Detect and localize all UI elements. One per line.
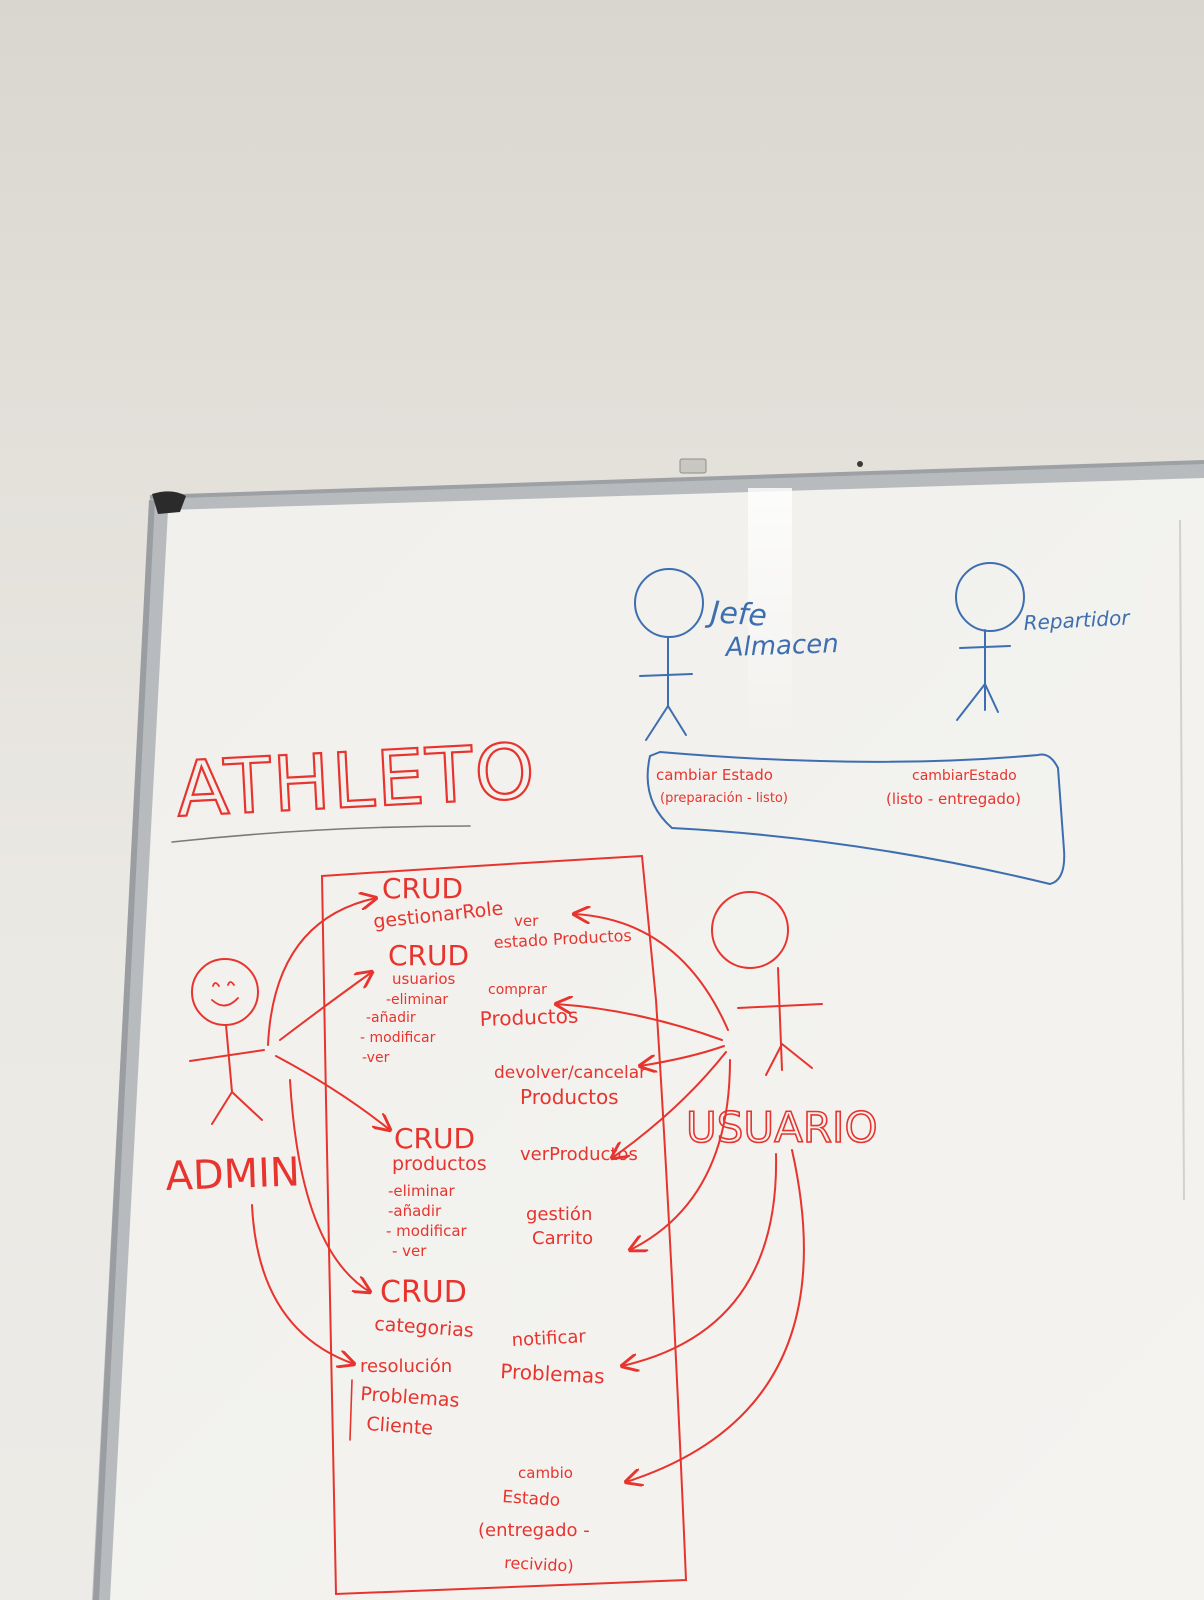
- staff-usecase-boundary: [646, 750, 1066, 886]
- usecase-crud-productos-line3: -eliminar: [388, 1182, 455, 1200]
- usecase-comprar: comprar Productos: [479, 982, 578, 1031]
- usecase-notificar: notificar Problemas: [500, 1326, 606, 1388]
- whiteboard: [92, 460, 1204, 1600]
- usecase-comprar-line1: comprar: [488, 982, 547, 998]
- assoc-admin-roles: [267, 898, 376, 1046]
- frame-corner: [152, 491, 186, 514]
- usecase-cambiar-estado-jefe-line2: (preparación - listo): [660, 791, 788, 806]
- usecase-cambiar-estado-jefe: cambiar Estado (preparación - listo): [656, 766, 788, 806]
- usecase-devolver: devolver/cancelar Productos: [494, 1063, 646, 1109]
- usecase-cambiar-estado-repartidor-line2: (listo - entregado): [886, 790, 1021, 808]
- usecase-cambiar-estado-jefe-line1: cambiar Estado: [656, 766, 773, 784]
- usecase-gestion-carrito-line2: Carrito: [532, 1228, 593, 1249]
- usecase-resolucion-line3: Cliente: [366, 1413, 434, 1440]
- system-boundary: [320, 854, 688, 1596]
- usecase-crud-productos-line4: -añadir: [388, 1202, 442, 1220]
- assoc-usuario-carrito: [630, 1059, 731, 1250]
- usecase-gestion-carrito-line1: gestión: [526, 1204, 592, 1225]
- actor-admin-stickfigure: [189, 958, 265, 1125]
- usecase-cambio-estado-line1: cambio: [518, 1464, 573, 1482]
- usecase-crud-productos: CRUD productos -eliminar -añadir - modif…: [386, 1122, 487, 1260]
- usecase-crud-usuarios-line2: usuarios: [392, 970, 456, 988]
- actor-jefe-label-line2: Almacen: [723, 629, 839, 663]
- usecase-devolver-line2: Productos: [520, 1085, 619, 1109]
- usecase-crud-productos-line1: CRUD: [394, 1122, 475, 1155]
- usecase-crud-productos-line2: productos: [392, 1153, 487, 1175]
- usecase-ver-productos: verProductos: [520, 1144, 638, 1165]
- assoc-admin-usuarios: [279, 972, 372, 1041]
- actor-usuario-stickfigure: [711, 891, 823, 1076]
- usecase-cambio-estado: cambio Estado (entregado - recivido): [478, 1464, 590, 1576]
- usecase-comprar-line2: Productos: [479, 1004, 578, 1031]
- usecase-cambio-estado-line2: Estado: [502, 1487, 561, 1511]
- actor-admin-label: ADMIN: [165, 1149, 301, 1200]
- assoc-usuario-comprar: [556, 1004, 723, 1041]
- usecase-ver-productos-line1: verProductos: [520, 1144, 638, 1165]
- usecase-notificar-line1: notificar: [511, 1326, 587, 1351]
- usecase-crud-usuarios-line1: CRUD: [388, 939, 469, 972]
- red-labels: ATHLETO ADMIN USUARIO CRUD gestionarRole…: [165, 725, 1021, 1576]
- usecase-ver-estado-line1: ver: [514, 912, 539, 930]
- actor-jefe-stickfigure: [634, 568, 704, 741]
- assoc-admin-categorias: [289, 1079, 370, 1292]
- page-title: ATHLETO: [174, 726, 538, 834]
- title-underline: [171, 825, 471, 843]
- usecase-crud-usuarios-line3: -eliminar: [386, 992, 448, 1008]
- assoc-usuario-notificar: [622, 1153, 778, 1366]
- usecase-cambiar-estado-repartidor-line1: cambiarEstado: [912, 768, 1017, 784]
- assoc-admin-resolucion: [251, 1204, 354, 1364]
- usecase-notificar-line2: Problemas: [500, 1359, 606, 1388]
- actor-repartidor-stickfigure: [955, 562, 1025, 721]
- usecase-devolver-line1: devolver/cancelar: [494, 1063, 646, 1083]
- blue-labels: Jefe Almacen Repartidor: [704, 595, 1131, 663]
- actor-usuario-label: USUARIO: [686, 1103, 878, 1152]
- usecase-resolucion-line1: resolución: [360, 1356, 452, 1377]
- usecase-resolucion: resolución Problemas Cliente: [360, 1356, 461, 1440]
- usecase-crud-usuarios: CRUD usuarios -eliminar -añadir - modifi…: [360, 939, 469, 1066]
- actor-repartidor-label: Repartidor: [1023, 605, 1132, 635]
- assoc-usuario-cambio-estado: [626, 1149, 805, 1482]
- usecase-crud-categorias-line1: CRUD: [380, 1275, 467, 1310]
- actor-jefe-label-line1: Jefe: [704, 595, 768, 634]
- usecase-crud-usuarios-line4: -añadir: [366, 1010, 416, 1026]
- usecase-cambio-estado-line3: (entregado -: [478, 1520, 590, 1541]
- usecase-cambiar-estado-repartidor: cambiarEstado (listo - entregado): [886, 768, 1021, 808]
- assoc-admin-productos: [275, 1055, 390, 1130]
- usecase-crud-productos-line6: - ver: [392, 1242, 427, 1260]
- light-glare: [748, 488, 792, 738]
- assoc-usuario-ver-estado: [574, 914, 729, 1031]
- usecase-crud-usuarios-line6: -ver: [362, 1050, 390, 1066]
- usecase-cambio-estado-line4: recivido): [504, 1553, 574, 1576]
- usecase-crud-usuarios-line5: - modificar: [360, 1030, 436, 1046]
- usecase-crud-roles-line1: CRUD: [382, 872, 463, 905]
- usecase-gestion-carrito: gestión Carrito: [526, 1204, 593, 1249]
- red-drawings: [171, 825, 823, 1596]
- blue-drawings: [634, 562, 1066, 886]
- usecase-crud-productos-line5: - modificar: [386, 1222, 468, 1240]
- assoc-usuario-ver-productos: [612, 1051, 727, 1158]
- wall-bracket: [679, 458, 707, 474]
- wall-screw: [857, 461, 863, 467]
- usecase-crud-categorias: CRUD categorias: [374, 1275, 475, 1342]
- assoc-usuario-devolver: [640, 1045, 725, 1066]
